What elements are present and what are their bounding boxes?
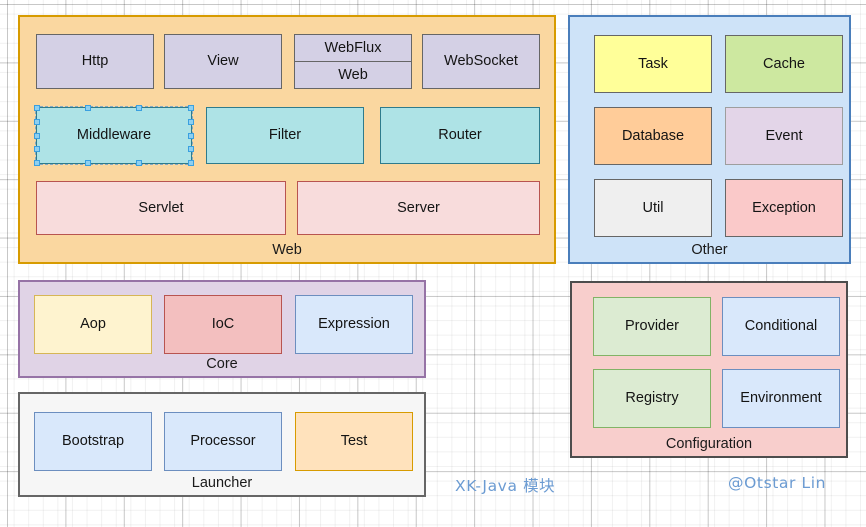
node-util[interactable]: Util [594,179,712,237]
resize-handle-em2[interactable] [188,146,194,153]
resize-handle-wm2[interactable] [34,146,40,153]
group-configuration[interactable]: Provider Conditional Registry Environmen… [570,281,848,458]
node-webflux[interactable]: WebFlux [294,34,412,62]
node-label: Conditional [744,318,818,335]
resize-handle-se[interactable] [188,160,194,166]
node-http[interactable]: Http [36,34,154,89]
node-label: Server [397,199,440,216]
resize-handle-n[interactable] [84,105,91,111]
node-label: Web [338,66,368,83]
node-registry[interactable]: Registry [593,369,711,428]
resize-handle-s[interactable] [84,160,91,166]
node-server[interactable]: Server [297,181,540,235]
group-label-core: Core [206,355,238,372]
node-filter[interactable]: Filter [206,107,364,164]
node-exception[interactable]: Exception [725,179,843,237]
group-launcher[interactable]: Bootstrap Processor Test Launcher [18,392,426,497]
node-middleware[interactable]: Middleware [34,105,194,166]
node-aop[interactable]: Aop [34,295,152,354]
node-environment[interactable]: Environment [722,369,840,428]
node-view[interactable]: View [164,34,282,89]
node-label: Servlet [138,199,184,216]
node-label: Test [340,433,368,450]
node-event[interactable]: Event [725,107,843,165]
node-label: WebSocket [444,53,518,70]
node-provider[interactable]: Provider [593,297,711,356]
resize-handle-nw[interactable] [34,105,40,111]
node-websocket[interactable]: WebSocket [422,34,540,89]
resize-handle-wm[interactable] [34,118,40,125]
node-router[interactable]: Router [380,107,540,164]
resize-handle-n2[interactable] [135,105,142,111]
node-processor[interactable]: Processor [164,412,282,471]
node-cache[interactable]: Cache [725,35,843,93]
node-label: Expression [318,316,390,333]
node-label: View [207,53,239,70]
node-label: Database [621,127,685,144]
node-label: Registry [625,390,679,407]
resize-handle-e[interactable] [188,132,194,139]
group-label-launcher: Launcher [191,474,253,491]
node-conditional[interactable]: Conditional [722,297,840,356]
node-label: Exception [752,199,816,216]
node-task[interactable]: Task [594,35,712,93]
node-label: Cache [763,55,805,72]
author-annotation: @Otstar Lin [728,474,827,492]
node-label: Router [438,127,482,144]
node-bootstrap[interactable]: Bootstrap [34,412,152,471]
node-label: Event [765,127,803,144]
node-label: Util [642,199,664,216]
node-database[interactable]: Database [594,107,712,165]
group-label-other: Other [691,241,728,258]
diagram-title-annotation: XK-Java 模块 [455,477,556,495]
node-label: Processor [190,433,256,450]
resize-handle-em[interactable] [188,118,194,125]
node-label: Middleware [76,127,152,144]
node-label: Filter [268,127,302,144]
node-web[interactable]: Web [294,61,412,89]
resize-handle-s2[interactable] [135,160,142,166]
node-ioc[interactable]: IoC [164,295,282,354]
node-label: Bootstrap [61,433,125,450]
group-other[interactable]: Task Cache Database Event Util Exception… [568,15,851,264]
group-core[interactable]: Aop IoC Expression Core [18,280,426,378]
group-label-web: Web [272,241,302,258]
node-test[interactable]: Test [295,412,413,471]
node-label: Http [81,53,109,70]
node-label: Environment [740,390,822,407]
node-expression[interactable]: Expression [295,295,413,354]
node-servlet[interactable]: Servlet [36,181,286,235]
group-label-configuration: Configuration [665,435,753,452]
node-label: Task [638,55,668,72]
resize-handle-sw[interactable] [34,160,40,166]
node-label: Provider [625,318,679,335]
group-web[interactable]: Http View WebFlux Web WebSocket Middlewa… [18,15,556,264]
node-label: Aop [80,316,106,333]
node-label: WebFlux [324,39,382,56]
resize-handle-ne[interactable] [188,105,194,111]
node-label: IoC [211,316,235,333]
resize-handle-w[interactable] [34,132,40,139]
